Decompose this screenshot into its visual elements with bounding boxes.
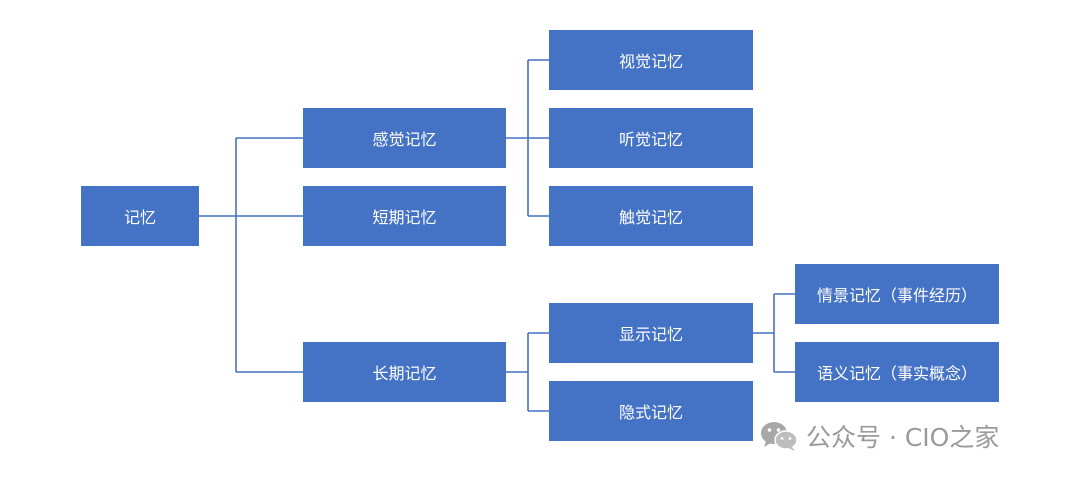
watermark-text: 公众号 · CIO之家 bbox=[806, 423, 1000, 452]
node-sensory-memory: 感觉记忆 bbox=[303, 108, 506, 168]
node-long-term-memory: 长期记忆 bbox=[303, 342, 506, 402]
node-auditory-memory: 听觉记忆 bbox=[549, 108, 753, 168]
node-episodic-memory: 情景记忆（事件经历） bbox=[795, 264, 999, 324]
node-tactile-memory: 触觉记忆 bbox=[549, 186, 753, 246]
node-explicit-memory: 显示记忆 bbox=[549, 303, 753, 363]
node-visual-memory: 视觉记忆 bbox=[549, 30, 753, 90]
node-semantic-memory: 语义记忆（事实概念） bbox=[795, 342, 999, 402]
node-short-term-memory: 短期记忆 bbox=[303, 186, 506, 246]
node-memory: 记忆 bbox=[81, 186, 199, 246]
watermark: 公众号 · CIO之家 bbox=[760, 418, 999, 454]
wechat-icon bbox=[760, 420, 798, 452]
node-implicit-memory: 隐式记忆 bbox=[549, 381, 753, 441]
